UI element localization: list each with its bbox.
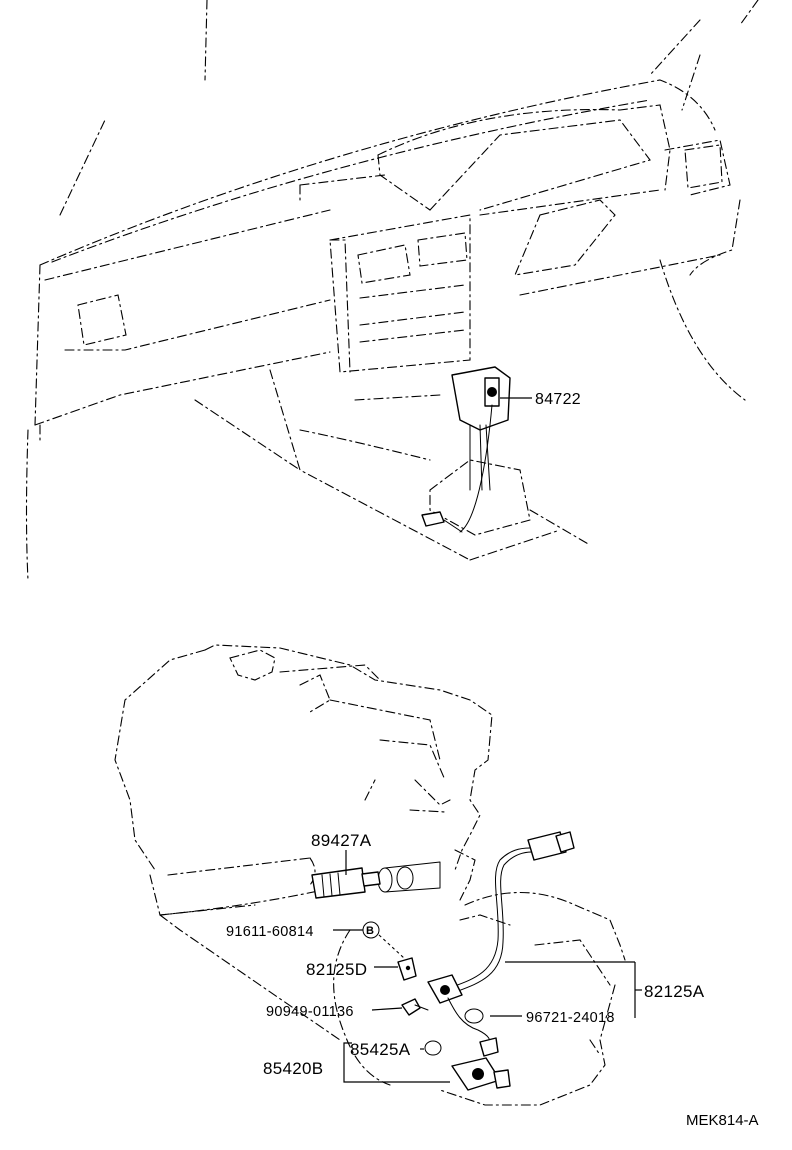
bolt-marker-b: B — [366, 925, 374, 937]
part-label-89427A: 89427A — [311, 831, 372, 850]
part-label-91611-60814: 91611-60814 — [226, 924, 314, 940]
part-label-85420B: 85420B — [263, 1059, 323, 1078]
part-label-82125D: 82125D — [306, 960, 367, 979]
part-label-82125A: 82125A — [644, 982, 705, 1001]
part-label-90949-01136: 90949-01136 — [266, 1004, 354, 1020]
part-label-85425A: 85425A — [350, 1040, 411, 1059]
engine-illustration — [114, 644, 626, 1106]
leader-lines — [333, 850, 642, 1083]
figure-code: MEK814-A — [686, 1112, 759, 1129]
part-label-84722: 84722 — [535, 391, 581, 408]
part-label-96721-24018: 96721-24018 — [526, 1010, 615, 1026]
dashboard-illustration — [25, 0, 759, 581]
